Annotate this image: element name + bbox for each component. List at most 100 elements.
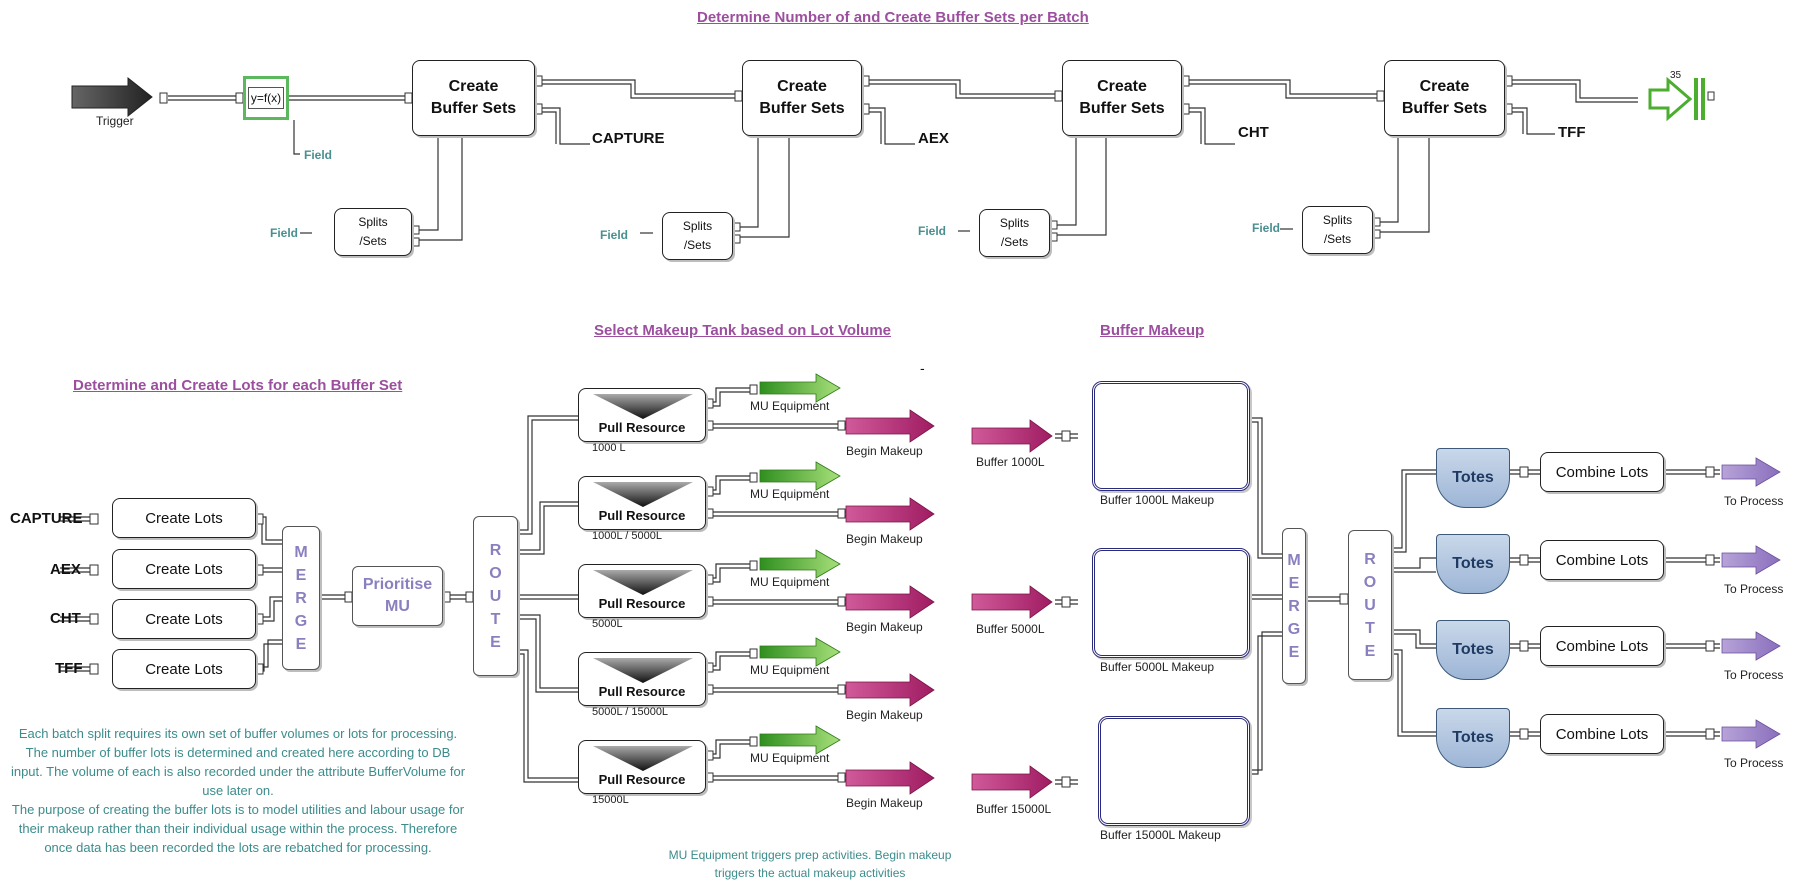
- tank-1000l[interactable]: [1092, 381, 1250, 491]
- merge-letter: M: [1287, 551, 1301, 569]
- route-letter: O: [1363, 573, 1377, 591]
- merge-letter: G: [294, 612, 308, 630]
- merge-block-lots[interactable]: M E R G E: [282, 526, 320, 670]
- input-cht: CHT: [50, 610, 81, 627]
- splits-sets-label: Splits /Sets: [682, 219, 713, 252]
- merge-letter: R: [1288, 597, 1300, 615]
- route-letter: E: [490, 633, 501, 651]
- function-block[interactable]: y=f(x): [243, 76, 289, 120]
- create-buffer-sets-4[interactable]: Create Buffer Sets: [1384, 60, 1505, 136]
- totes-label: Totes: [1452, 555, 1494, 572]
- pull-resource-1[interactable]: Pull Resource: [578, 388, 706, 442]
- route-letter: R: [1364, 550, 1376, 568]
- mu-equipment-arrow: [759, 549, 841, 579]
- combine-lots-1[interactable]: Combine Lots: [1540, 452, 1664, 492]
- description-text: Each batch split requires its own set of…: [10, 726, 466, 855]
- create-lots-cht[interactable]: Create Lots: [112, 599, 256, 639]
- prioritise-mu[interactable]: Prioritise MU: [352, 566, 443, 626]
- stray-dash: -: [920, 360, 925, 376]
- input-aex: AEX: [50, 561, 81, 578]
- begin-makeup-arrow: [845, 497, 935, 531]
- port-square: [705, 772, 714, 783]
- splits-sets-label: Splits /Sets: [999, 216, 1030, 249]
- route-block-lots[interactable]: R O U T E: [473, 516, 518, 676]
- combine-lots-3[interactable]: Combine Lots: [1540, 626, 1664, 666]
- totes-4[interactable]: Totes: [1436, 708, 1510, 768]
- begin-makeup-label: Begin Makeup: [846, 708, 923, 722]
- create-buffer-sets-3[interactable]: Create Buffer Sets: [1062, 60, 1182, 136]
- merge-block-makeup[interactable]: M E R G E: [1282, 528, 1306, 684]
- splits-sets-3[interactable]: Splits /Sets: [979, 209, 1050, 257]
- combine-lots-2[interactable]: Combine Lots: [1540, 540, 1664, 580]
- to-process-label-4: To Process: [1724, 756, 1784, 770]
- create-buffer-sets-label: Create Buffer Sets: [759, 78, 845, 117]
- function-label: y=f(x): [247, 87, 285, 109]
- totes-3[interactable]: Totes: [1436, 620, 1510, 680]
- output-capture: CAPTURE: [592, 130, 665, 147]
- route-letter: U: [1364, 596, 1376, 614]
- pull-resource-4[interactable]: Pull Resource: [578, 652, 706, 706]
- create-lots-tff[interactable]: Create Lots: [112, 649, 256, 689]
- begin-makeup-arrow: [845, 761, 935, 795]
- field-label-4: Field: [1252, 221, 1281, 235]
- route-block-makeup[interactable]: R O U T E: [1348, 530, 1392, 680]
- to-process-label-3: To Process: [1724, 668, 1784, 682]
- port-square: [705, 420, 714, 431]
- port-square: [749, 560, 758, 571]
- to-process-label-1: To Process: [1724, 494, 1784, 508]
- merge-letter: G: [1287, 620, 1301, 638]
- buffer-1000l-label: Buffer 1000L: [976, 455, 1045, 469]
- pull-arrow-icon: [593, 482, 693, 507]
- field-label-2: Field: [600, 228, 629, 242]
- mu-equipment-label: MU Equipment: [750, 751, 830, 765]
- trigger-label: Trigger: [96, 114, 134, 128]
- begin-makeup-label: Begin Makeup: [846, 796, 923, 810]
- port-square: [705, 486, 714, 497]
- combine-lots-label: Combine Lots: [1555, 637, 1649, 655]
- mu-equipment-label: MU Equipment: [750, 663, 830, 677]
- pull-resource-caption: 5000L / 15000L: [592, 706, 669, 718]
- splits-sets-4[interactable]: Splits /Sets: [1302, 206, 1373, 254]
- splits-sets-label: Splits /Sets: [1322, 213, 1353, 246]
- merge-letter: E: [1288, 574, 1300, 592]
- create-buffer-sets-label: Create Buffer Sets: [1079, 78, 1165, 117]
- create-buffer-sets-2[interactable]: Create Buffer Sets: [742, 60, 862, 136]
- mu-equipment-arrow: [759, 637, 841, 667]
- splits-sets-2[interactable]: Splits /Sets: [662, 212, 733, 260]
- port-square: [705, 750, 714, 761]
- port-square: [837, 772, 846, 783]
- create-buffer-sets-1[interactable]: Create Buffer Sets: [412, 60, 535, 136]
- begin-makeup-label: Begin Makeup: [846, 444, 923, 458]
- totes-1[interactable]: Totes: [1436, 448, 1510, 508]
- tank-15000l-caption: Buffer 15000L Makeup: [1100, 828, 1221, 842]
- splits-sets-1[interactable]: Splits /Sets: [334, 208, 412, 256]
- pull-resource-label: Pull Resource: [598, 772, 686, 787]
- begin-makeup-arrow: [845, 585, 935, 619]
- port-square: [705, 596, 714, 607]
- pull-arrow-icon: [593, 394, 693, 419]
- combine-lots-label: Combine Lots: [1555, 463, 1649, 481]
- end-count: 35: [1670, 70, 1682, 81]
- tank-5000l-caption: Buffer 5000L Makeup: [1100, 660, 1215, 674]
- begin-makeup-label: Begin Makeup: [846, 532, 923, 546]
- tank-5000l[interactable]: [1092, 548, 1250, 658]
- totes-2[interactable]: Totes: [1436, 534, 1510, 594]
- pull-resource-caption: 5000L: [592, 618, 623, 630]
- output-aex: AEX: [918, 130, 949, 147]
- pull-resource-3[interactable]: Pull Resource: [578, 564, 706, 618]
- pull-resource-5[interactable]: Pull Resource: [578, 740, 706, 794]
- port-square: [837, 684, 846, 695]
- port-square: [837, 420, 846, 431]
- combine-lots-4[interactable]: Combine Lots: [1540, 714, 1664, 754]
- splits-sets-label: Splits /Sets: [358, 215, 388, 248]
- pull-resource-caption: 15000L: [592, 794, 629, 806]
- combine-lots-label: Combine Lots: [1555, 551, 1649, 569]
- begin-makeup-arrow: [845, 409, 935, 443]
- title-buffer-makeup: Buffer Makeup: [1100, 322, 1205, 339]
- pull-resource-2[interactable]: Pull Resource: [578, 476, 706, 530]
- create-lots-capture[interactable]: Create Lots: [112, 498, 256, 538]
- port-square: [705, 684, 714, 695]
- tank-15000l[interactable]: [1098, 716, 1250, 826]
- create-lots-aex[interactable]: Create Lots: [112, 549, 256, 589]
- combine-lots-label: Combine Lots: [1555, 725, 1649, 743]
